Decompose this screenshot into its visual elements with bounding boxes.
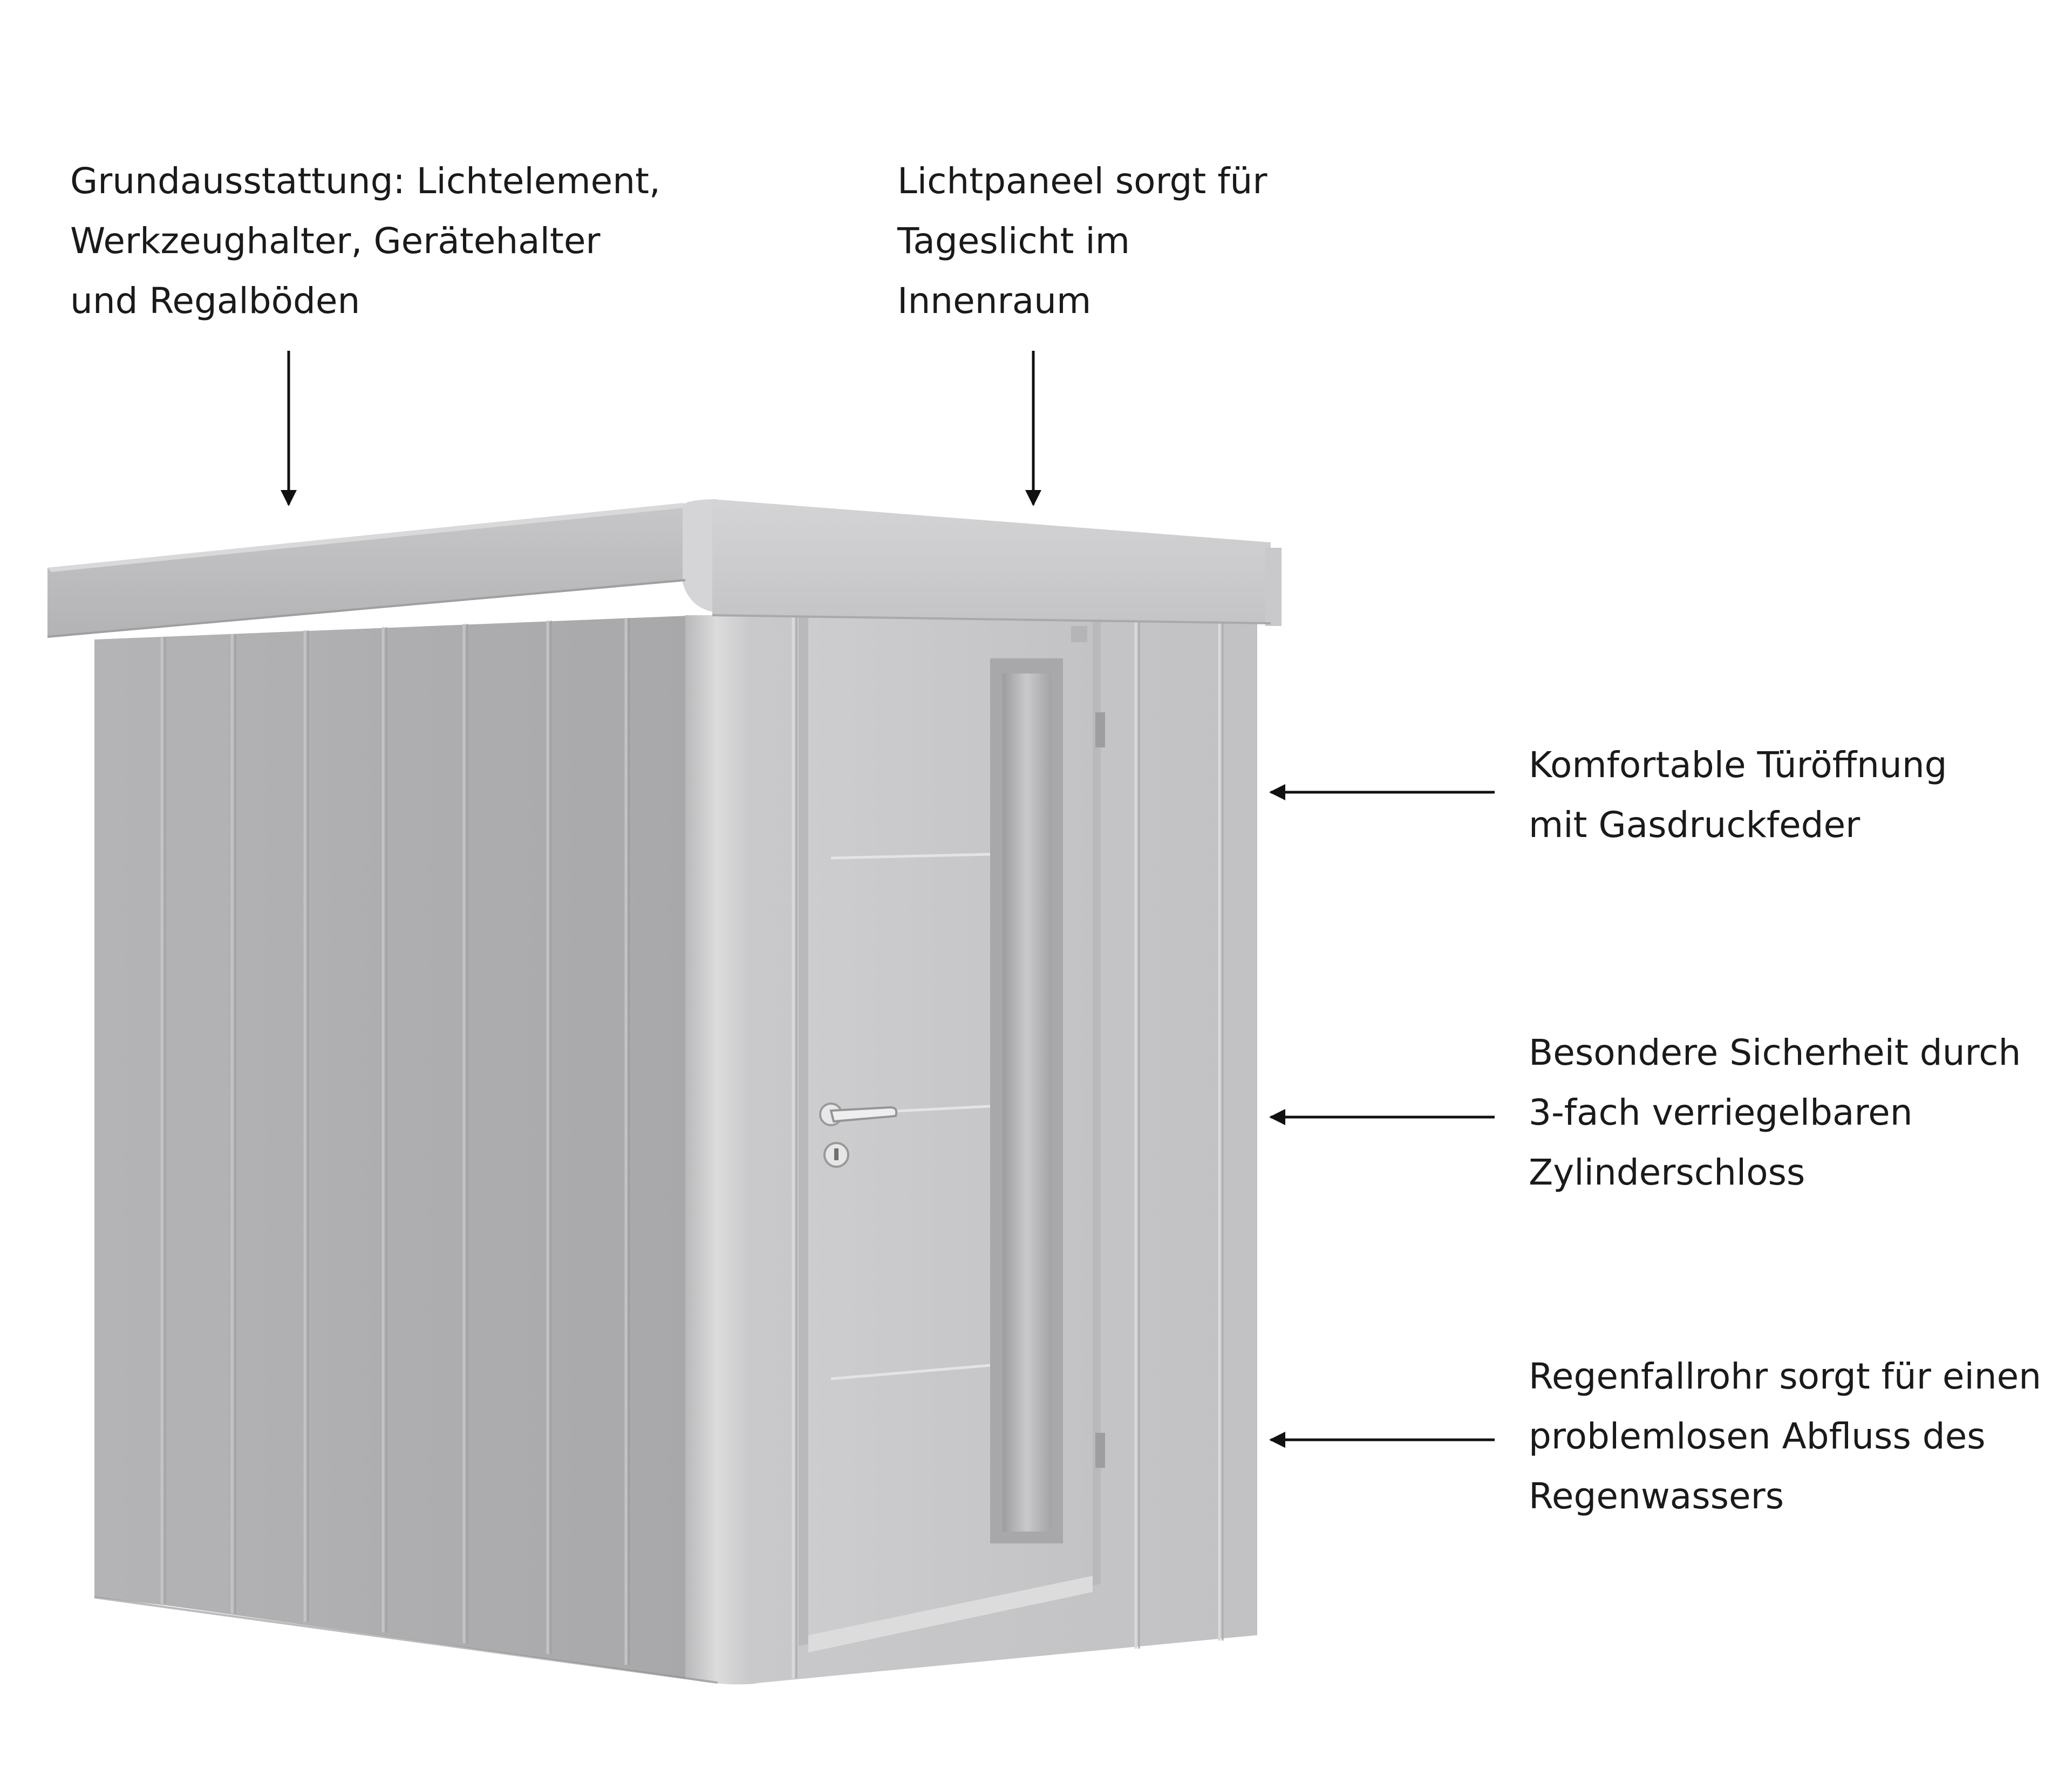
caption-line: Besondere Sicherheit durch xyxy=(1529,1032,2021,1073)
roof-side-top xyxy=(47,503,690,572)
caption-line: Grundausstattung: Lichtelement, xyxy=(70,160,660,202)
ground-shadow xyxy=(94,1596,718,1684)
roof-corner xyxy=(683,499,718,613)
caption-line: und Regalböden xyxy=(70,280,360,322)
cylinder-lock[interactable] xyxy=(823,1142,849,1168)
door-window-glass xyxy=(1003,673,1051,1532)
shed-side-wall xyxy=(94,615,701,1681)
caption-equipment: Grundausstattung: Lichtelement, Werkzeug… xyxy=(70,151,660,331)
door-vent-square xyxy=(1071,626,1087,642)
roof-side-fascia xyxy=(47,505,685,637)
caption-line: Lichtpaneel sorgt für xyxy=(897,160,1267,202)
caption-line: Werkzeughalter, Gerätehalter xyxy=(70,220,601,262)
caption-line: Zylinderschloss xyxy=(1529,1152,1805,1193)
door-threshold xyxy=(808,1576,1093,1652)
roof-end-cap xyxy=(1265,548,1282,626)
caption-light-panel: Lichtpaneel sorgt für Tageslicht im Inne… xyxy=(897,151,1267,331)
caption-line: Tageslicht im xyxy=(897,220,1130,262)
caption-downpipe: Regenfallrohr sorgt für einen problemlos… xyxy=(1529,1346,2041,1526)
caption-security: Besondere Sicherheit durch 3-fach verrie… xyxy=(1529,1023,2021,1202)
roof-front-fascia xyxy=(712,499,1271,623)
caption-line: Komfortable Türöffnung xyxy=(1529,744,1947,786)
door-hinge-bottom xyxy=(1095,1433,1105,1468)
caption-line: mit Gasdruckfeder xyxy=(1529,804,1860,846)
caption-door-opening: Komfortable Türöffnung mit Gasdruckfeder xyxy=(1529,735,1947,855)
caption-line: Innenraum xyxy=(897,280,1092,322)
door-handle[interactable] xyxy=(819,1103,898,1126)
caption-line: problemlosen Abfluss des xyxy=(1529,1416,1986,1457)
front-wall-panel-grooves xyxy=(792,615,1221,1678)
shed-corner-post xyxy=(685,615,755,1685)
caption-line: Regenfallrohr sorgt für einen xyxy=(1529,1356,2042,1397)
caption-line: Regenwassers xyxy=(1529,1475,1784,1517)
caption-line: 3-fach verriegelbaren xyxy=(1529,1092,1913,1133)
door-hinge-top xyxy=(1095,712,1105,747)
side-wall-panel-grooves xyxy=(160,618,628,1665)
